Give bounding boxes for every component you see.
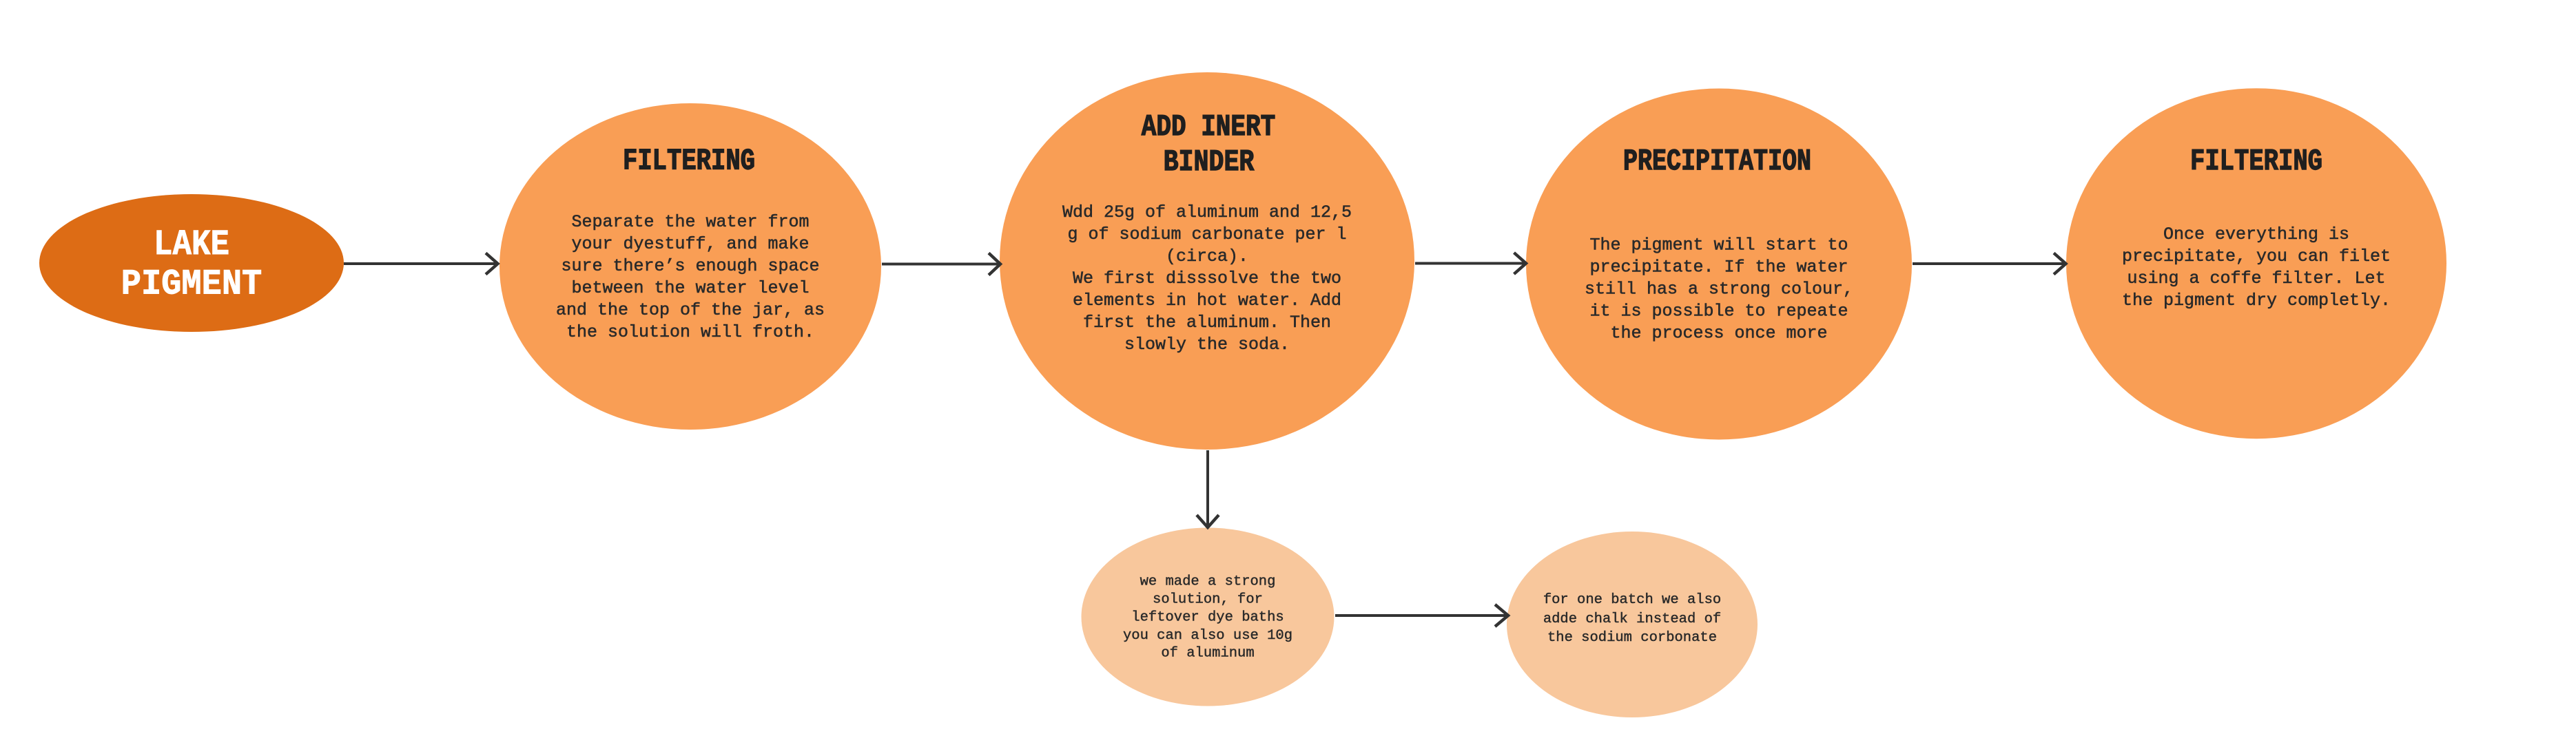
svg-text:using a coffe filter. Let: using a coffe filter. Let [2127,269,2385,288]
svg-text:sure there’s enough space: sure there’s enough space [561,256,819,276]
svg-text:adde chalk instead of: adde chalk instead of [1543,611,1721,627]
svg-text:leftover dye baths: leftover dye baths [1131,610,1284,626]
svg-text:Wdd 25g of aluminum and 12,5: Wdd 25g of aluminum and 12,5 [1062,202,1352,222]
svg-text:you can also use 10g: you can also use 10g [1123,628,1292,644]
svg-text:the pigment dry completly.: the pigment dry completly. [2122,291,2391,311]
svg-text:the sodium corbonate: the sodium corbonate [1547,630,1717,646]
svg-text:FILTERING: FILTERING [623,145,755,178]
svg-text:slowly the soda.: slowly the soda. [1124,335,1290,355]
svg-text:(circa).: (circa). [1166,246,1248,266]
svg-text:LAKE: LAKE [154,224,229,265]
svg-text:Once everything is: Once everything is [2163,224,2349,244]
svg-text:for one batch we also: for one batch we also [1543,592,1721,608]
svg-text:ADD INERT: ADD INERT [1142,111,1276,145]
svg-text:PRECIPITATION: PRECIPITATION [1623,145,1811,179]
svg-text:FILTERING: FILTERING [2190,145,2322,179]
svg-text:PIGMENT: PIGMENT [121,264,262,305]
svg-text:we made a strong: we made a strong [1140,574,1276,589]
svg-text:BINDER: BINDER [1164,146,1255,180]
svg-text:The pigment will start to: The pigment will start to [1589,235,1848,255]
svg-text:the process once more: the process once more [1610,324,1827,344]
svg-text:solution, for: solution, for [1153,591,1263,607]
svg-text:g of sodium carbonate per l: g of sodium carbonate per l [1067,224,1346,244]
svg-text:between the water level: between the water level [571,278,809,298]
svg-text:Separate the water from: Separate the water from [571,212,809,232]
svg-text:it is possible to repeate: it is possible to repeate [1589,302,1848,322]
svg-text:of aluminum: of aluminum [1161,645,1254,661]
svg-text:precipitate. If the water: precipitate. If the water [1589,257,1848,277]
svg-text:first the aluminum. Then: first the aluminum. Then [1083,313,1331,333]
svg-text:We first disssolve the two: We first disssolve the two [1073,269,1341,288]
svg-text:still has a strong colour,: still has a strong colour, [1585,280,1853,299]
svg-text:precipitate, you can filet: precipitate, you can filet [2122,246,2391,266]
svg-text:the solution will froth.: the solution will froth. [566,322,814,342]
svg-text:elements in hot water. Add: elements in hot water. Add [1073,291,1341,311]
svg-text:your dyestuff, and make: your dyestuff, and make [571,234,809,254]
svg-text:and the top of the jar, as: and the top of the jar, as [556,300,825,320]
